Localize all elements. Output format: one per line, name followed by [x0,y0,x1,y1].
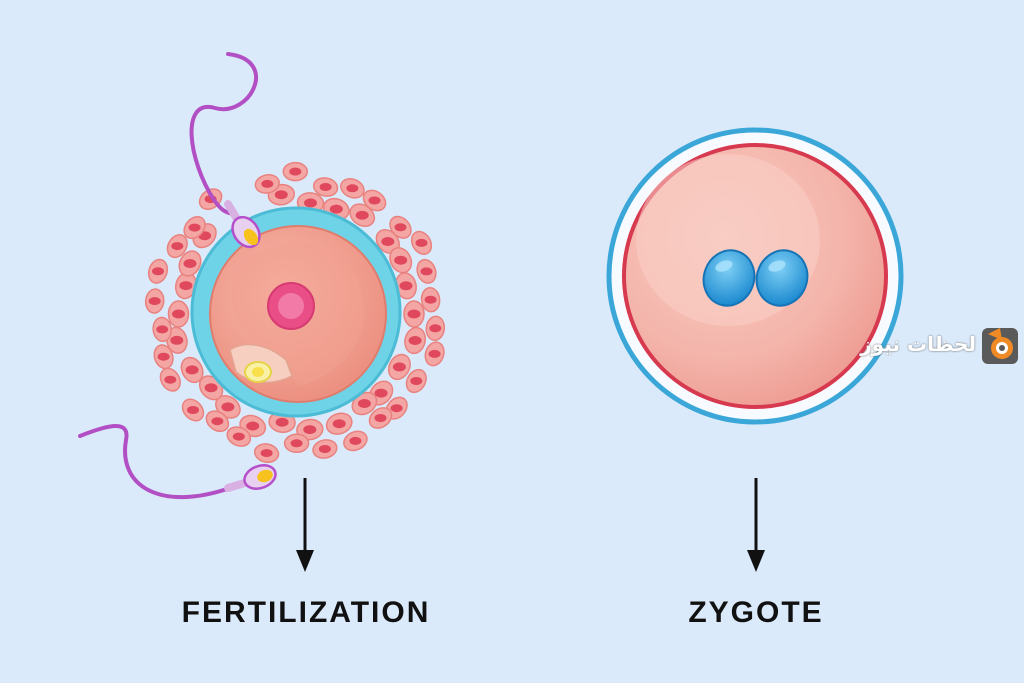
follicle-cell-nucleus [415,238,428,247]
arrow-down-fertilization [296,478,314,572]
follicle-cell-nucleus [332,419,346,429]
follicle-cell-nucleus [374,414,387,422]
follicle-cell-nucleus [171,242,184,251]
pronucleus-left-shine [715,260,733,272]
sperm-head-inside-core [252,367,264,377]
follicle-cell-nucleus [148,297,161,306]
follicle-cell-nucleus [374,388,388,398]
follicle-cell-nucleus [355,210,369,220]
follicle-cell-nucleus [152,267,164,276]
corona-radiata-cells [144,161,446,463]
sperm-acrosome-top [243,228,259,246]
follicle-cell-nucleus [289,167,302,176]
follicle-cell-nucleus [399,281,413,291]
follicle-cell-nucleus [185,365,199,375]
follicle-cell-nucleus [407,309,421,319]
follicle-cell-nucleus [329,204,343,214]
follicle-cell-nucleus [303,425,317,435]
follicle-cell-nucleus [394,255,408,265]
follicle-cell-nucleus [408,336,422,345]
follicle-cell-nucleus [211,417,224,426]
follicle-cell-nucleus [394,223,407,232]
follicle-cell-nucleus [179,281,193,291]
follicle-cell-nucleus [260,449,273,458]
follicle-cell-nucleus [346,184,359,193]
follicle-cell-nucleus [368,196,381,205]
pronucleus-right-shine [768,260,786,272]
follicle-cell-nucleus [410,377,423,385]
follicle-cell-nucleus [392,362,406,372]
egg-nucleolus [278,293,304,319]
pronucleus-right [755,249,809,307]
follicle-cell-nucleus [187,406,199,414]
sperm-acrosome-bottom [257,469,273,483]
follicle-cell-nucleus [172,309,185,319]
follicle-cell-nucleus [381,237,395,246]
follicle-cell-nucleus [290,439,303,448]
pronucleus-left [702,249,756,307]
follicle-cell-nucleus [357,399,371,408]
follicle-cell-nucleus [318,445,331,453]
follicle-cell-nucleus [246,421,260,431]
zygote-label: ZYGOTE [688,596,824,629]
follicle-cell-nucleus [429,324,442,333]
follicle-cell-nucleus [349,436,362,445]
follicle-cell-nucleus [156,325,169,334]
arrow-down-zygote [747,478,765,572]
follicle-cell-nucleus [164,375,177,384]
sperm-tail-bottom [78,424,232,500]
watermark-text: لحظات نيوز [860,332,976,356]
follicle-cell-nucleus [261,179,274,188]
follicle-cell-nucleus [157,352,170,361]
camera-logo-icon [982,328,1018,364]
follicle-cell-nucleus [204,383,218,393]
follicle-cell-nucleus [428,349,441,358]
follicle-cell-nucleus [183,259,197,268]
follicle-cell-nucleus [275,417,289,427]
follicle-cell-nucleus [319,183,332,191]
follicle-cell-nucleus [221,402,235,412]
follicle-cell-nucleus [170,335,184,345]
follicle-cell-nucleus [232,432,245,441]
follicle-cell-nucleus [304,198,317,208]
follicle-cell-nucleus [424,295,437,304]
follicle-cell-nucleus [188,223,201,232]
follicle-cell-nucleus [274,190,288,200]
follicle-cell-nucleus [420,267,433,276]
fertilization-label: FERTILIZATION [181,596,431,629]
follicle-cell-nucleus [390,404,403,413]
watermark: لحظات نيوز [858,326,1020,368]
sperm-tail-top [189,52,258,216]
